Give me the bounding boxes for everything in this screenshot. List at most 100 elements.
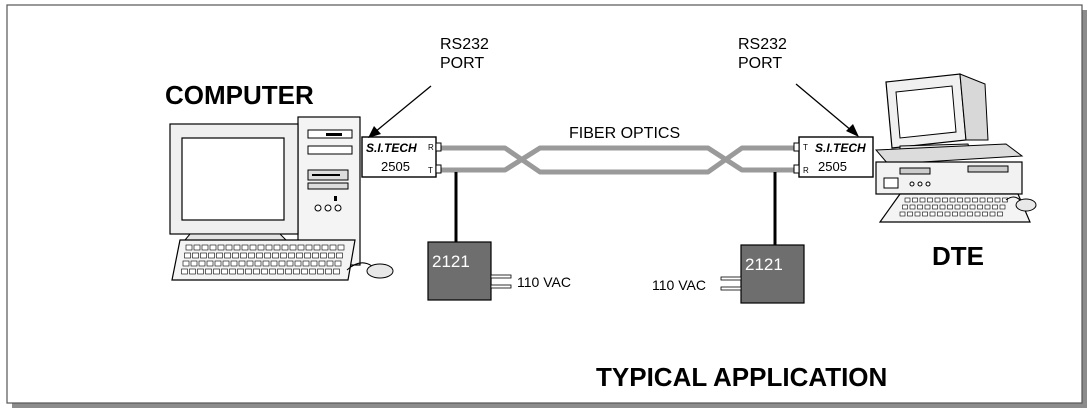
keyboard-key xyxy=(932,204,938,210)
keyboard-key xyxy=(969,204,976,210)
label-typical-application: TYPICAL APPLICATION xyxy=(596,362,887,392)
keyboard-key xyxy=(200,252,207,259)
keyboard-key xyxy=(198,260,206,267)
keyboard-key xyxy=(333,268,340,275)
keyboard-key xyxy=(222,260,230,267)
keyboard-key xyxy=(317,268,324,275)
dte-computer-icon xyxy=(874,73,1037,223)
keyboard-key xyxy=(904,197,911,203)
power-cables xyxy=(454,172,777,245)
keyboard-key xyxy=(329,244,337,251)
keyboard-key xyxy=(201,244,209,251)
keyboard-key xyxy=(989,211,996,217)
keyboard-key xyxy=(296,252,303,259)
converter-left-rx: R xyxy=(428,143,434,152)
keyboard-key xyxy=(320,252,327,259)
power-supply-left-voltage: 110 VAC xyxy=(517,274,571,290)
keyboard-key xyxy=(902,204,908,210)
keyboard-key xyxy=(249,244,257,251)
keyboard-key xyxy=(297,244,305,251)
keyboard-key xyxy=(326,260,334,267)
keyboard-key xyxy=(957,197,963,203)
keyboard-key xyxy=(233,244,241,251)
keyboard-key xyxy=(285,268,292,275)
label-port-right-line2: PORT xyxy=(738,55,782,72)
keyboard-key xyxy=(232,252,239,259)
keyboard-key xyxy=(924,204,931,210)
keyboard-key xyxy=(972,197,978,203)
converter-right-tx: T xyxy=(803,143,808,152)
power-supply-left: 2121 110 VAC xyxy=(427,241,571,301)
label-dte: DTE xyxy=(932,241,984,271)
keyboard-key xyxy=(336,252,343,259)
keyboard-key xyxy=(912,197,918,203)
keyboard-icon xyxy=(171,239,356,281)
dte-desktop-case-icon xyxy=(874,143,1024,195)
keyboard-key xyxy=(205,268,212,275)
keyboard-key xyxy=(967,211,973,217)
keyboard-key xyxy=(309,268,316,275)
power-supply-right: 2121 110 VAC xyxy=(652,244,805,304)
converter-left: S.I.TECH 2505 R T xyxy=(361,136,442,178)
keyboard-key xyxy=(245,268,252,275)
keyboard-key xyxy=(312,252,319,259)
keyboard-key xyxy=(944,211,951,217)
keyboard-key xyxy=(248,252,255,259)
power-supply-left-model: 2121 xyxy=(432,252,470,271)
keyboard-key xyxy=(929,211,936,217)
label-port-right-line1: RS232 xyxy=(738,36,787,53)
keyboard-key xyxy=(221,268,228,275)
keyboard-key xyxy=(280,252,287,259)
keyboard-key xyxy=(256,252,263,259)
keyboard-key xyxy=(907,211,913,217)
keyboard-key xyxy=(288,252,295,259)
keyboard-key xyxy=(286,260,294,267)
keyboard-key xyxy=(914,211,921,217)
keyboard-key xyxy=(277,268,284,275)
monitor-icon xyxy=(169,123,299,247)
keyboard-key xyxy=(217,244,225,251)
keyboard-key xyxy=(190,260,198,267)
keyboard-key xyxy=(182,260,190,267)
converter-left-brand: S.I.TECH xyxy=(366,141,417,155)
keyboard-key xyxy=(270,260,278,267)
keyboard-key xyxy=(237,268,244,275)
keyboard-key xyxy=(257,244,265,251)
keyboard-key xyxy=(294,260,302,267)
keyboard-key xyxy=(318,260,326,267)
label-port-left-line1: RS232 xyxy=(440,36,489,53)
keyboard-key xyxy=(305,244,313,251)
dte-mouse-icon xyxy=(1005,196,1037,212)
keyboard-key xyxy=(984,204,991,210)
keyboard-key xyxy=(977,204,983,210)
keyboard-key xyxy=(313,244,321,251)
keyboard-key xyxy=(304,252,311,259)
keyboard-key xyxy=(289,244,297,251)
keyboard-key xyxy=(216,252,223,259)
computer-icon xyxy=(169,116,394,281)
keyboard-key xyxy=(272,252,279,259)
converter-right-model: 2505 xyxy=(818,159,847,174)
keyboard-key xyxy=(922,211,928,217)
keyboard-key xyxy=(310,260,318,267)
keyboard-key xyxy=(262,260,270,267)
converter-right-brand: S.I.TECH xyxy=(815,141,866,155)
keyboard-key xyxy=(213,268,220,275)
keyboard-key xyxy=(927,197,933,203)
keyboard-key xyxy=(937,211,943,217)
converter-left-model: 2505 xyxy=(381,159,410,174)
keyboard-key xyxy=(241,244,249,251)
keyboard-key xyxy=(281,244,289,251)
converter-left-tx: T xyxy=(428,166,433,175)
converter-right-rx: R xyxy=(803,166,809,175)
keyboard-key xyxy=(899,211,906,217)
keyboard-key xyxy=(181,268,188,275)
arrow-port-left xyxy=(368,85,432,138)
label-fiber-optics: FIBER OPTICS xyxy=(569,125,680,142)
power-supply-right-voltage: 110 VAC xyxy=(652,277,706,293)
keyboard-key xyxy=(214,260,222,267)
keyboard-key xyxy=(225,244,233,251)
keyboard-key xyxy=(193,244,201,251)
